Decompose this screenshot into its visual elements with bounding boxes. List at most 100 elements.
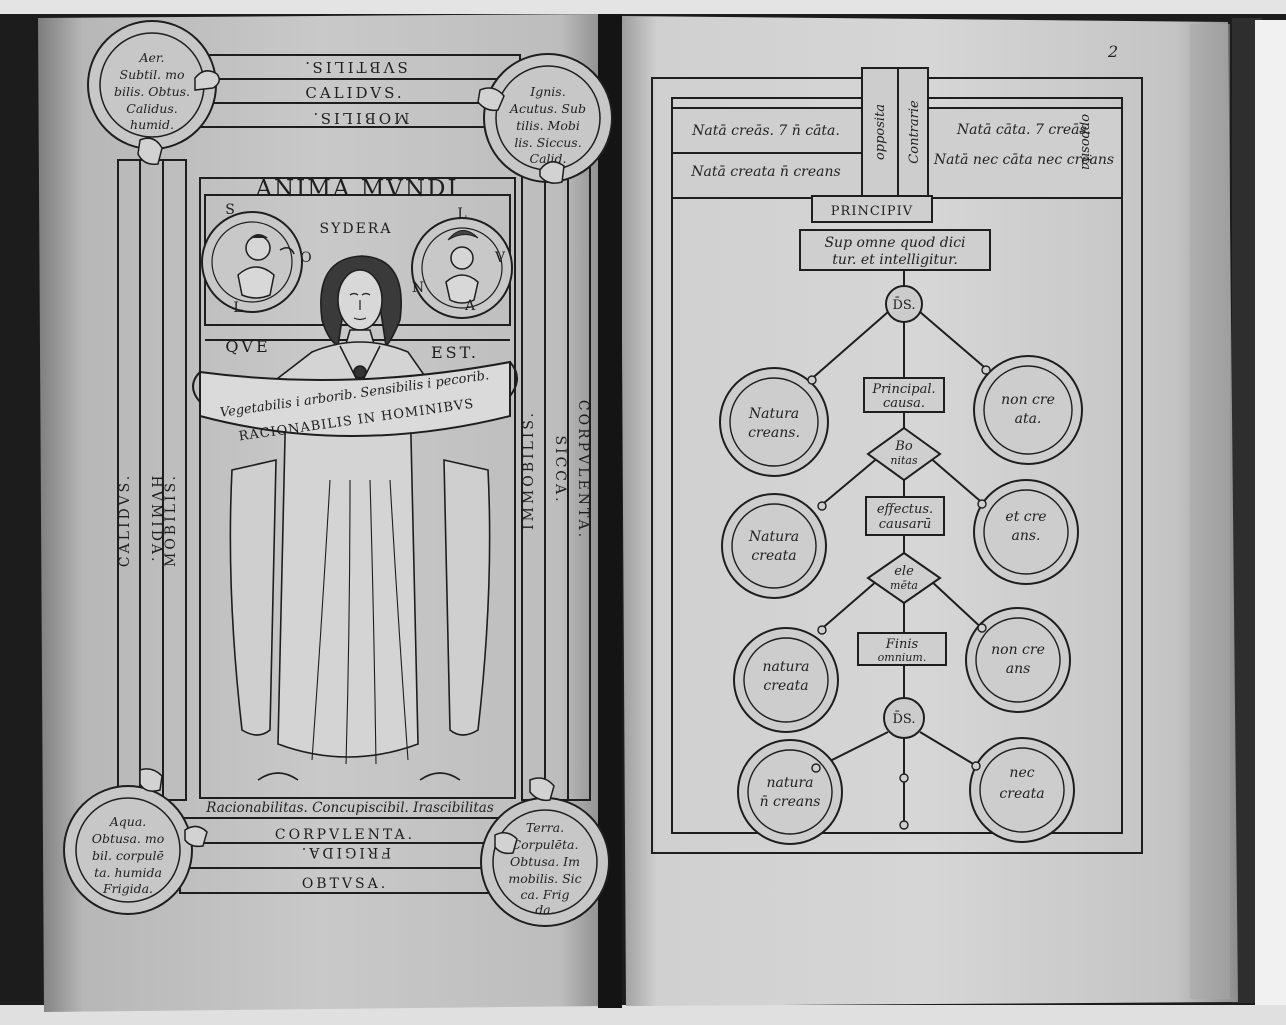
circle-et-creans (973, 479, 1079, 585)
right-box-line-2: Natā nec cāta nec creans (933, 152, 1114, 168)
corner-br-line-0: Terra. (526, 820, 564, 835)
scroll-banner (192, 360, 518, 437)
circle-r2-line-2: ans. (1012, 528, 1041, 544)
luna-letter-n: N (412, 280, 424, 296)
corner-tr-line-3: lis. Siccus. (514, 135, 581, 150)
corner-tr-line-1: Acutus. Sub (509, 101, 586, 116)
top-band-text-1: SVBTILIS. (302, 58, 407, 76)
bottom-band-text-3: OBTVSA. (302, 876, 388, 892)
principalis-line-2: causa. (883, 396, 925, 411)
super-line-2: tur. et intelligitur. (832, 252, 958, 268)
opposita-right-label: opposita (1078, 114, 1093, 170)
circle-r4-line-2: creata (999, 786, 1044, 802)
corner-br-line-1: Corpulēta. (512, 837, 579, 852)
sun-roundel (201, 211, 303, 313)
circle-l1-line-2: creans. (748, 425, 800, 441)
finis-omnium-box (857, 632, 947, 666)
elementa-line-2: mēta (890, 579, 918, 592)
bottom-caption: Racionabilitas. Concupiscibil. Irascibil… (205, 800, 494, 816)
sol-letter-o: O (300, 250, 311, 266)
deus-bottom-label: D̄S. (893, 711, 916, 727)
circle-non-creata (973, 355, 1083, 465)
circle-l4-line-1: natura (766, 775, 813, 791)
corner-bl-line-2: bil. corpulē (92, 848, 164, 863)
principium-label: PRINCIPIV (831, 204, 913, 219)
sol-letter-l: L (233, 300, 242, 316)
corner-br-line-5: da. (535, 902, 554, 917)
corner-tl-line-2: bilis. Obtus. (114, 84, 190, 99)
circle-natura-non-creans (737, 739, 843, 845)
finis-line-2: omnium. (878, 651, 927, 664)
corner-tr-line-0: Ignis. (529, 84, 565, 99)
left-band-text-1: CALIDVS. (117, 473, 133, 567)
left-band-text-3: MOBILIS. (163, 473, 179, 567)
elementa-diamond (866, 551, 942, 605)
right-band-text-2: SICCA. (552, 435, 568, 504)
connector-dots (807, 365, 991, 830)
right-box-line-1: Natā cāta. 7 creās. (956, 122, 1091, 138)
circle-r3-line-1: non cre (991, 642, 1045, 658)
hand-figures (137, 70, 565, 855)
deus-node-bottom (883, 697, 925, 739)
corner-bl-line-0: Aqua. (109, 814, 147, 829)
anima-mundi-figure (229, 255, 491, 781)
circle-r1-line-1: non cre (1001, 392, 1055, 408)
left-box-line-2: Natā creata n̄ creans (690, 164, 840, 180)
right-band-text-1: IMMOBILIS. (521, 410, 537, 530)
luna-letter-l: L (457, 206, 466, 222)
circle-r2-line-1: et cre (1005, 509, 1046, 525)
circle-l3-line-2: creata (763, 678, 808, 694)
right-frame (651, 67, 1143, 854)
luna-letter-a: A (464, 298, 476, 314)
effectus-causarum-box (865, 496, 945, 536)
corner-tr-line-2: tilis. Mobi (516, 118, 580, 133)
effectus-line-1: effectus. (877, 502, 933, 517)
super-line-1: Sup omne quod dici (824, 235, 965, 251)
deus-top-label: D̄S. (893, 297, 916, 313)
circle-l1-line-1: Natura (748, 406, 799, 422)
top-band-text-3: MOBILIS. (311, 109, 410, 127)
circle-r3-line-2: ans (1006, 661, 1031, 677)
opposita-left-label: opposita (873, 104, 888, 160)
corner-tl-line-0: Aer. (139, 50, 165, 65)
contrarie-label: Contrarie (907, 100, 922, 164)
corner-bl-line-3: ta. humida (94, 865, 162, 880)
bonitas-line-2: nitas (890, 454, 918, 467)
bottom-band-text-1: CORPVLENTA. (275, 827, 415, 843)
anima-mundi-title: ANIMA MVNDI (254, 176, 458, 202)
corner-br-line-3: mobilis. Sic (508, 871, 581, 886)
deus-node-top (885, 285, 923, 323)
elementa-line-1: ele (894, 564, 914, 579)
circle-l2-line-1: Natura (748, 529, 799, 545)
corner-roundel-ignis (483, 53, 613, 183)
corner-br-line-2: Obtusa. Im (510, 854, 580, 869)
effectus-line-2: causarū (879, 517, 931, 532)
bonitas-line-1: Bo (894, 439, 913, 454)
circle-l2-line-2: creata (751, 548, 796, 564)
que-label: QVE (225, 337, 270, 356)
circle-non-creans (965, 607, 1071, 713)
circle-r1-line-2: ata. (1015, 411, 1042, 427)
left-band-text-2: HVMIDA. (148, 476, 164, 565)
circle-nec-creata (969, 737, 1075, 843)
circle-natura-creata-1 (721, 493, 827, 599)
moon-roundel (411, 217, 513, 319)
corner-roundel-aqua (63, 785, 193, 915)
circle-natura-creans (719, 367, 829, 477)
corner-bl-line-1: Obtusa. mo (92, 831, 165, 846)
circle-l3-line-1: natura (762, 659, 809, 675)
circle-l4-line-2: n̄ creans (760, 794, 821, 810)
sol-letter-s: S (225, 202, 235, 218)
circle-natura-creata-2 (733, 627, 839, 733)
folio-number: 2 (1107, 42, 1118, 61)
corner-tl-line-3: Calidus. (126, 101, 177, 116)
luna-letter-v: V (494, 250, 506, 266)
principalis-causa-box (863, 377, 945, 413)
corner-bl-line-4: Frigida. (102, 881, 153, 896)
sidera-label: SYDERA (320, 221, 393, 237)
bonitas-diamond (866, 426, 942, 482)
circle-r4-line-1: nec (1009, 765, 1034, 781)
principalis-line-1: Principal. (871, 382, 935, 397)
